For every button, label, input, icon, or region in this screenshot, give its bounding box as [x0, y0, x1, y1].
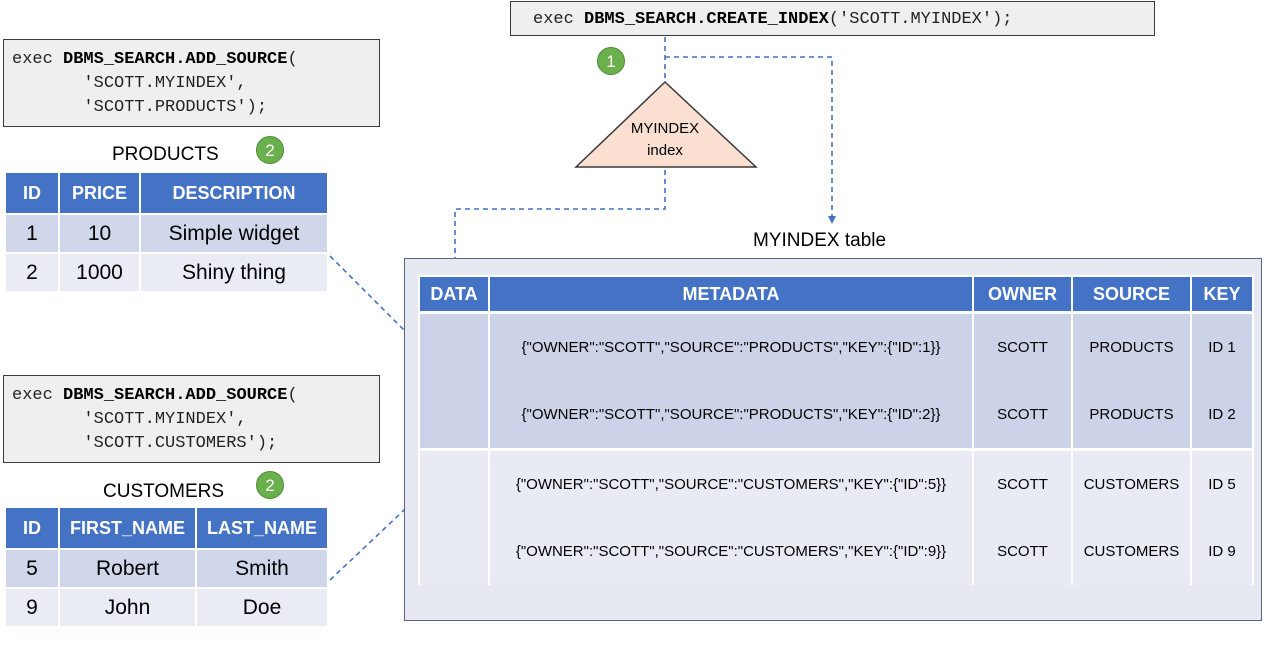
products-cell-description: Shiny thing	[139, 252, 329, 293]
products-cell-price: 10	[58, 213, 141, 254]
myindex-cell-source: CUSTOMERS	[1071, 518, 1192, 585]
myindex-cell-key: ID 2	[1190, 381, 1254, 450]
myindex-cell-source: PRODUCTS	[1071, 381, 1192, 450]
myindex-table-title: MYINDEX table	[753, 230, 887, 251]
myindex-header-data: DATA	[418, 275, 490, 314]
code-arguments: ('SCOTT.MYINDEX');	[828, 10, 1013, 29]
myindex-header-owner: OWNER	[972, 275, 1073, 314]
add-source-customers-code-box: exec DBMS_SEARCH.ADD_SOURCE( 'SCOTT.MYIN…	[3, 375, 380, 463]
myindex-cell-metadata: {"OWNER":"SCOTT","SOURCE":"CUSTOMERS","K…	[488, 448, 974, 518]
code-line-2: 'SCOTT.MYINDEX',	[12, 410, 247, 429]
table-row: {"OWNER":"SCOTT","SOURCE":"PRODUCTS","KE…	[418, 311, 1254, 381]
customers-table-title: CUSTOMERS	[103, 481, 225, 502]
myindex-cell-data	[418, 381, 490, 450]
index-shape-label: MYINDEX index	[605, 118, 725, 162]
step-2-badge-customers: 2	[256, 471, 284, 499]
customers-cell-id: 5	[4, 548, 60, 589]
products-table-title: PRODUCTS	[112, 144, 219, 165]
myindex-header-source: SOURCE	[1071, 275, 1192, 314]
create-index-code-box: exec DBMS_SEARCH.CREATE_INDEX('SCOTT.MYI…	[510, 1, 1155, 36]
customers-cell-first-name: John	[58, 587, 197, 628]
customers-header-first-name: FIRST_NAME	[58, 506, 197, 550]
myindex-cell-owner: SCOTT	[972, 381, 1073, 450]
code-exec-keyword: exec	[533, 10, 585, 29]
myindex-cell-metadata: {"OWNER":"SCOTT","SOURCE":"CUSTOMERS","K…	[488, 518, 974, 585]
customers-cell-last-name: Smith	[195, 548, 329, 589]
products-header-price: PRICE	[58, 171, 141, 215]
table-row: {"OWNER":"SCOTT","SOURCE":"CUSTOMERS","K…	[418, 448, 1254, 518]
myindex-cell-data	[418, 518, 490, 585]
arrow-index-to-data-column	[451, 170, 666, 270]
step-2-badge-products: 2	[256, 136, 284, 164]
table-row: {"OWNER":"SCOTT","SOURCE":"CUSTOMERS","K…	[418, 518, 1254, 585]
myindex-cell-metadata: {"OWNER":"SCOTT","SOURCE":"PRODUCTS","KE…	[488, 381, 974, 450]
myindex-cell-owner: SCOTT	[972, 448, 1073, 518]
myindex-cell-data	[418, 311, 490, 381]
myindex-cell-owner: SCOTT	[972, 518, 1073, 585]
customers-cell-first-name: Robert	[58, 548, 197, 589]
code-procedure-name: DBMS_SEARCH.CREATE_INDEX	[584, 10, 829, 29]
code-procedure-name: DBMS_SEARCH.ADD_SOURCE	[63, 386, 288, 405]
customers-cell-id: 9	[4, 587, 60, 628]
index-shape-name: MYINDEX	[630, 120, 700, 137]
customers-cell-last-name: Doe	[195, 587, 329, 628]
products-cell-description: Simple widget	[139, 213, 329, 254]
products-cell-id: 2	[4, 252, 60, 293]
myindex-table: DATA METADATA OWNER SOURCE KEY {"OWNER":…	[418, 275, 1254, 585]
table-row: 9 John Doe	[4, 587, 329, 628]
myindex-header-key: KEY	[1190, 275, 1254, 314]
table-row: 5 Robert Smith	[4, 548, 329, 589]
customers-header-row: ID FIRST_NAME LAST_NAME	[4, 506, 329, 550]
products-cell-id: 1	[4, 213, 60, 254]
myindex-cell-key: ID 1	[1190, 311, 1254, 381]
myindex-cell-source: CUSTOMERS	[1071, 448, 1192, 518]
customers-table: ID FIRST_NAME LAST_NAME 5 Robert Smith 9…	[4, 506, 329, 628]
code-line-3: 'SCOTT.CUSTOMERS');	[12, 434, 278, 453]
myindex-header-metadata: METADATA	[488, 275, 974, 314]
customers-header-id: ID	[4, 506, 60, 550]
myindex-cell-owner: SCOTT	[972, 311, 1073, 381]
customers-header-last-name: LAST_NAME	[195, 506, 329, 550]
step-1-badge: 1	[597, 47, 625, 75]
myindex-cell-data	[418, 448, 490, 518]
products-header-row: ID PRICE DESCRIPTION	[4, 171, 329, 215]
products-header-description: DESCRIPTION	[139, 171, 329, 215]
myindex-cell-key: ID 9	[1190, 518, 1254, 585]
arrow-customers-to-data	[329, 476, 440, 581]
code-line-3: 'SCOTT.PRODUCTS');	[12, 98, 268, 117]
code-procedure-name: DBMS_SEARCH.ADD_SOURCE	[63, 50, 288, 69]
table-row: {"OWNER":"SCOTT","SOURCE":"PRODUCTS","KE…	[418, 381, 1254, 450]
code-line-1: exec DBMS_SEARCH.ADD_SOURCE(	[12, 386, 298, 405]
add-source-products-code-box: exec DBMS_SEARCH.ADD_SOURCE( 'SCOTT.MYIN…	[3, 39, 380, 127]
table-row: 2 1000 Shiny thing	[4, 252, 329, 293]
code-line-1: exec DBMS_SEARCH.ADD_SOURCE(	[12, 50, 298, 69]
index-shape-type: index	[647, 142, 683, 159]
products-cell-price: 1000	[58, 252, 141, 293]
myindex-header-row: DATA METADATA OWNER SOURCE KEY	[418, 275, 1254, 314]
myindex-cell-metadata: {"OWNER":"SCOTT","SOURCE":"PRODUCTS","KE…	[488, 311, 974, 381]
products-table: ID PRICE DESCRIPTION 1 10 Simple widget …	[4, 171, 329, 293]
myindex-index-triangle	[574, 80, 758, 168]
code-line-2: 'SCOTT.MYINDEX',	[12, 74, 247, 93]
myindex-cell-key: ID 5	[1190, 448, 1254, 518]
table-row: 1 10 Simple widget	[4, 213, 329, 254]
arrow-create-to-myindex-table	[665, 56, 836, 224]
products-header-id: ID	[4, 171, 60, 215]
myindex-cell-source: PRODUCTS	[1071, 311, 1192, 381]
